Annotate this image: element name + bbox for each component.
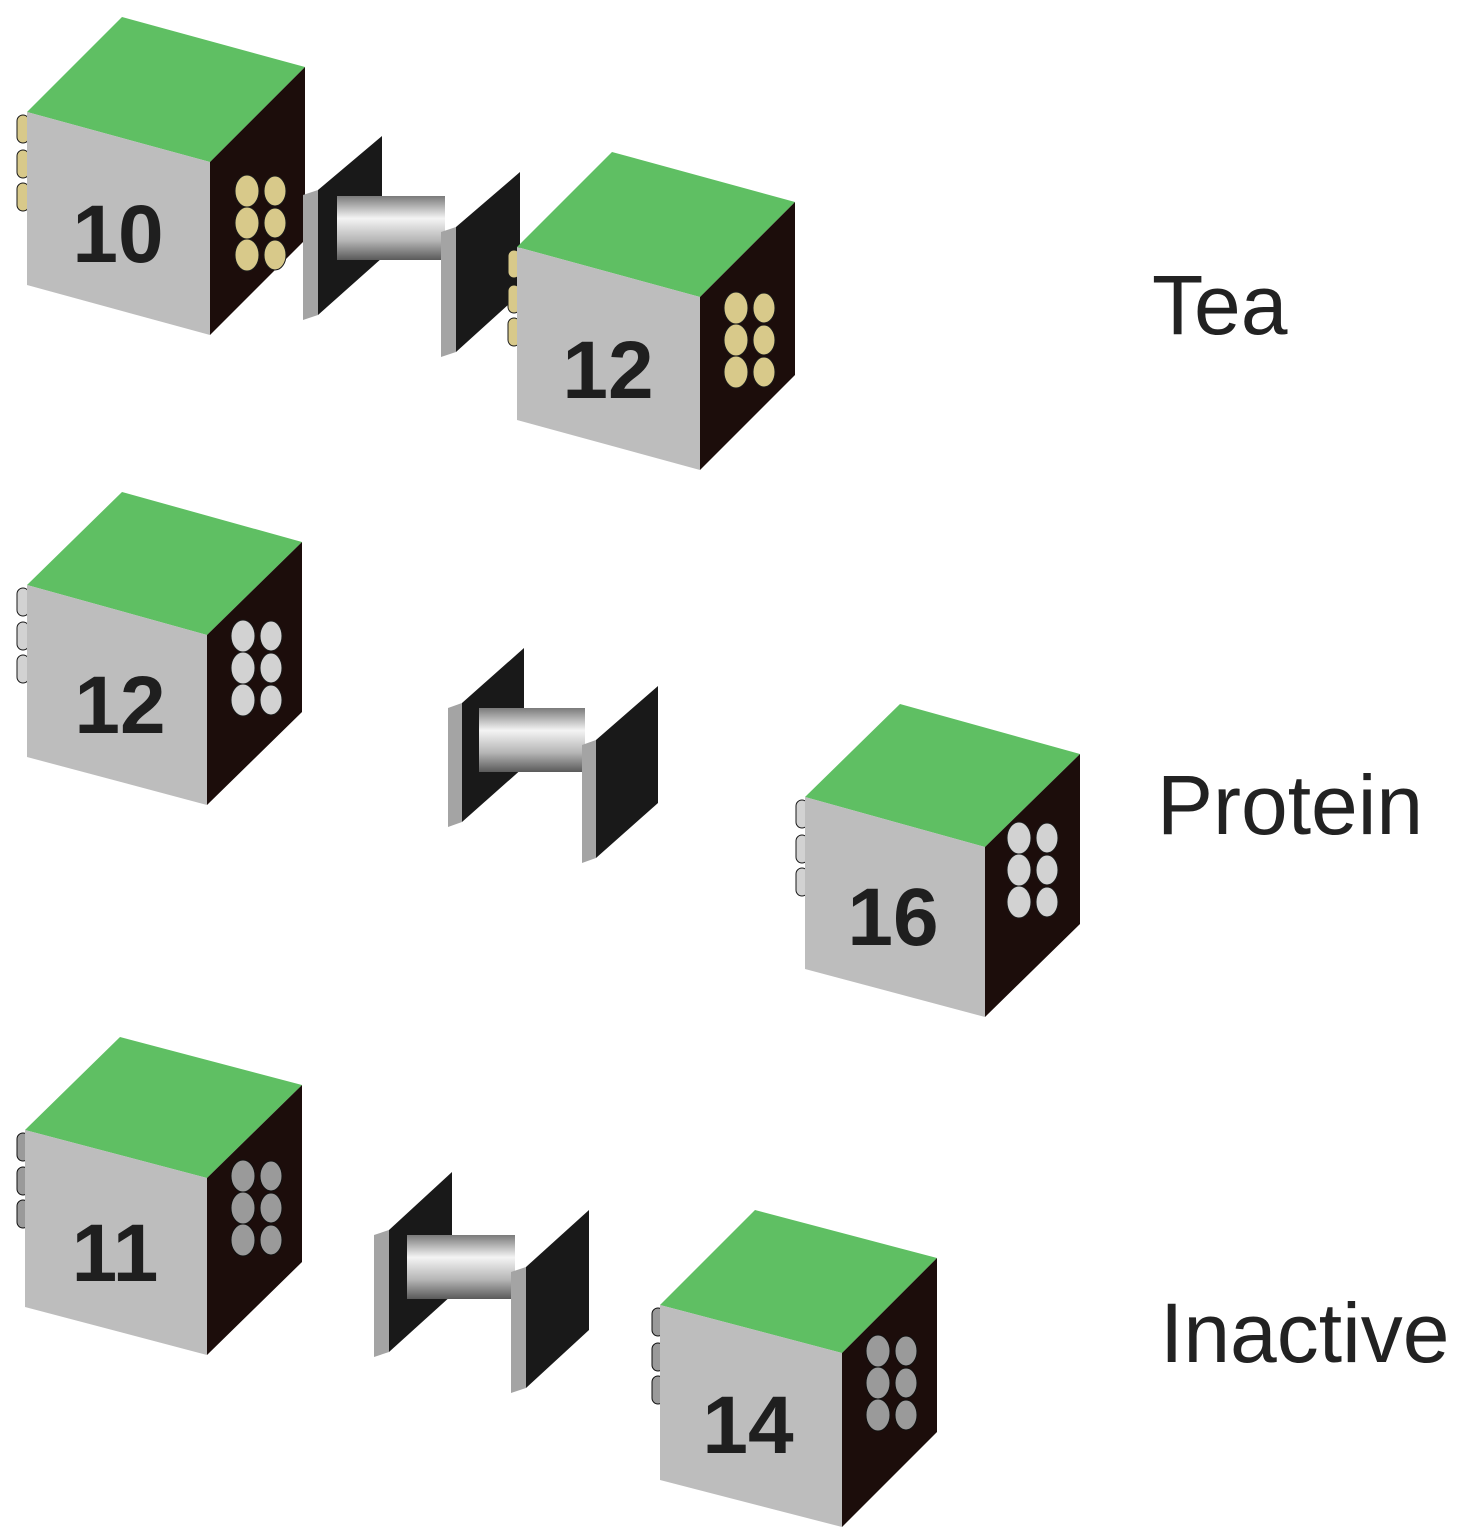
- cube: 10: [27, 17, 305, 335]
- plate-right-edge: [582, 740, 596, 863]
- peg-cluster: [230, 1159, 283, 1257]
- plate-left-edge: [303, 190, 318, 320]
- plate-right-edge: [511, 1267, 526, 1393]
- rod: [479, 708, 585, 772]
- cube: 12: [27, 492, 302, 805]
- peg-cluster: [230, 619, 283, 717]
- rod: [337, 196, 445, 260]
- plate-right-face: [526, 1210, 589, 1388]
- spacer-connector: [374, 1172, 589, 1393]
- cube-top-face: [27, 17, 305, 162]
- cube: 11: [25, 1037, 302, 1355]
- cube-side-face: [985, 754, 1080, 1017]
- cube-top-face: [517, 152, 795, 297]
- cube-front-face: [27, 585, 207, 805]
- cube-top-face: [27, 492, 302, 635]
- cube-number: 10: [72, 189, 163, 280]
- cube-top-face: [805, 704, 1080, 847]
- cube: 14: [660, 1210, 937, 1527]
- peg-cluster: [234, 174, 287, 272]
- spacer-connector: [303, 136, 520, 357]
- peg-cluster: [723, 291, 776, 389]
- cube-front-face: [805, 797, 985, 1017]
- row-tea: 10 12 Tea: [16, 17, 1288, 470]
- cube-number: 11: [72, 1208, 159, 1299]
- row-protein: 12 16 Protein: [16, 492, 1423, 1017]
- plate-left-edge: [448, 703, 462, 827]
- plate-right-face: [456, 172, 520, 352]
- row-label: Protein: [1157, 758, 1423, 852]
- row-label: Tea: [1152, 258, 1288, 352]
- cube-number: 14: [702, 1380, 794, 1471]
- rod: [407, 1235, 515, 1299]
- peg-cluster: [865, 1334, 918, 1432]
- cube-side-face: [842, 1258, 937, 1527]
- cube-front-face: [517, 247, 700, 470]
- plate-right-face: [596, 686, 658, 858]
- cube: 16: [805, 704, 1080, 1017]
- plate-left-edge: [374, 1230, 389, 1357]
- cube-front-face: [25, 1130, 207, 1355]
- cube-side-face: [210, 67, 305, 335]
- cube-top-face: [660, 1210, 937, 1353]
- plate-right-edge: [441, 227, 456, 357]
- cube-side-face: [207, 1085, 302, 1355]
- cube-top-face: [25, 1037, 302, 1178]
- cube-front-face: [27, 112, 210, 335]
- peg-cluster: [1006, 821, 1059, 919]
- cube: 12: [517, 152, 795, 470]
- cube-number: 12: [74, 660, 165, 751]
- cube-number: 12: [562, 325, 653, 416]
- cube-number: 16: [847, 872, 938, 963]
- row-inactive: 11 14 Inactiv: [16, 1037, 1450, 1527]
- spacer-connector: [448, 648, 658, 863]
- row-label: Inactive: [1160, 1286, 1450, 1380]
- cube-front-face: [660, 1305, 842, 1527]
